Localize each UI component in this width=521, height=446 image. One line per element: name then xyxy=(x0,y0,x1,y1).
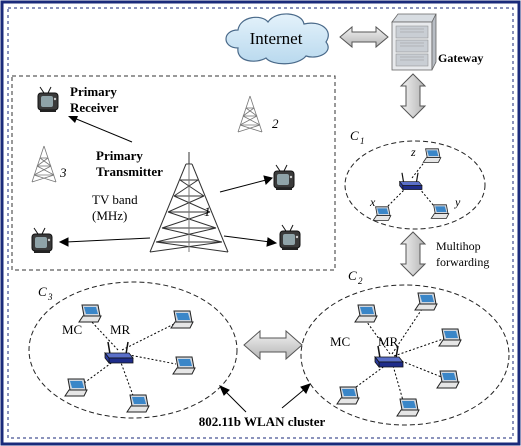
cluster-c1-subscript: 1 xyxy=(360,136,365,146)
primary-transmitter-label-1: Primary xyxy=(96,148,143,163)
cluster-c1-label: C xyxy=(350,128,359,143)
tv-band-label-1: TV band xyxy=(92,192,138,207)
c2-mr-label: MR xyxy=(378,334,399,349)
wlan-cluster-caption: 802.11b WLAN cluster xyxy=(199,414,326,429)
tower-1-label: 1 xyxy=(204,204,211,219)
tower-2-label: 2 xyxy=(272,116,279,131)
c3-mr-label: MR xyxy=(110,322,131,337)
c2-mc-label: MC xyxy=(330,334,350,349)
primary-transmitter-tower-icon xyxy=(149,152,229,253)
c1-c2-arrow-icon xyxy=(399,231,427,277)
cluster-c3-subscript: 3 xyxy=(47,292,53,302)
cluster-c2-label: C xyxy=(348,268,357,283)
c1-node-z-label: z xyxy=(410,145,416,159)
tv-transmission-arrows xyxy=(58,175,278,247)
cluster-c2-boundary xyxy=(300,284,510,426)
gateway-label: Gateway xyxy=(438,51,483,65)
cluster-c1-boundary xyxy=(344,140,486,230)
c3-mc-label: MC xyxy=(62,322,82,337)
gateway-server-icon xyxy=(391,13,437,71)
inner-dashed-frame xyxy=(7,7,514,439)
primary-receiver-label-1: Primary xyxy=(70,84,117,99)
receiver-pointer-line xyxy=(73,117,133,143)
cloud-gateway-arrow-icon xyxy=(339,25,389,49)
wlan-caption-arrows xyxy=(219,383,311,413)
receiver-pointer-arrowhead xyxy=(68,116,78,123)
c3-c2-arrow-icon xyxy=(243,329,303,361)
primary-network-box xyxy=(11,75,336,271)
cluster-c2-subscript: 2 xyxy=(358,276,363,286)
primary-transmitter-label-2: Transmitter xyxy=(96,164,163,179)
cluster-c3-links xyxy=(79,319,177,399)
multihop-label-1: Multihop xyxy=(436,239,481,253)
internet-cloud-icon xyxy=(225,13,329,65)
tv-band-label-2: (MHz) xyxy=(92,208,127,223)
primary-receiver-label-2: Receiver xyxy=(70,100,119,115)
cluster-c3-boundary xyxy=(28,281,238,419)
multihop-label-2: forwarding xyxy=(436,255,489,269)
tower-3-label: 3 xyxy=(59,165,67,180)
cluster-c3-label: C xyxy=(38,284,47,299)
c1-node-y-label: y xyxy=(454,195,461,209)
gateway-c1-arrow-icon xyxy=(399,73,427,119)
internet-label: Internet xyxy=(250,29,303,48)
c1-node-x-label: x xyxy=(369,195,376,209)
